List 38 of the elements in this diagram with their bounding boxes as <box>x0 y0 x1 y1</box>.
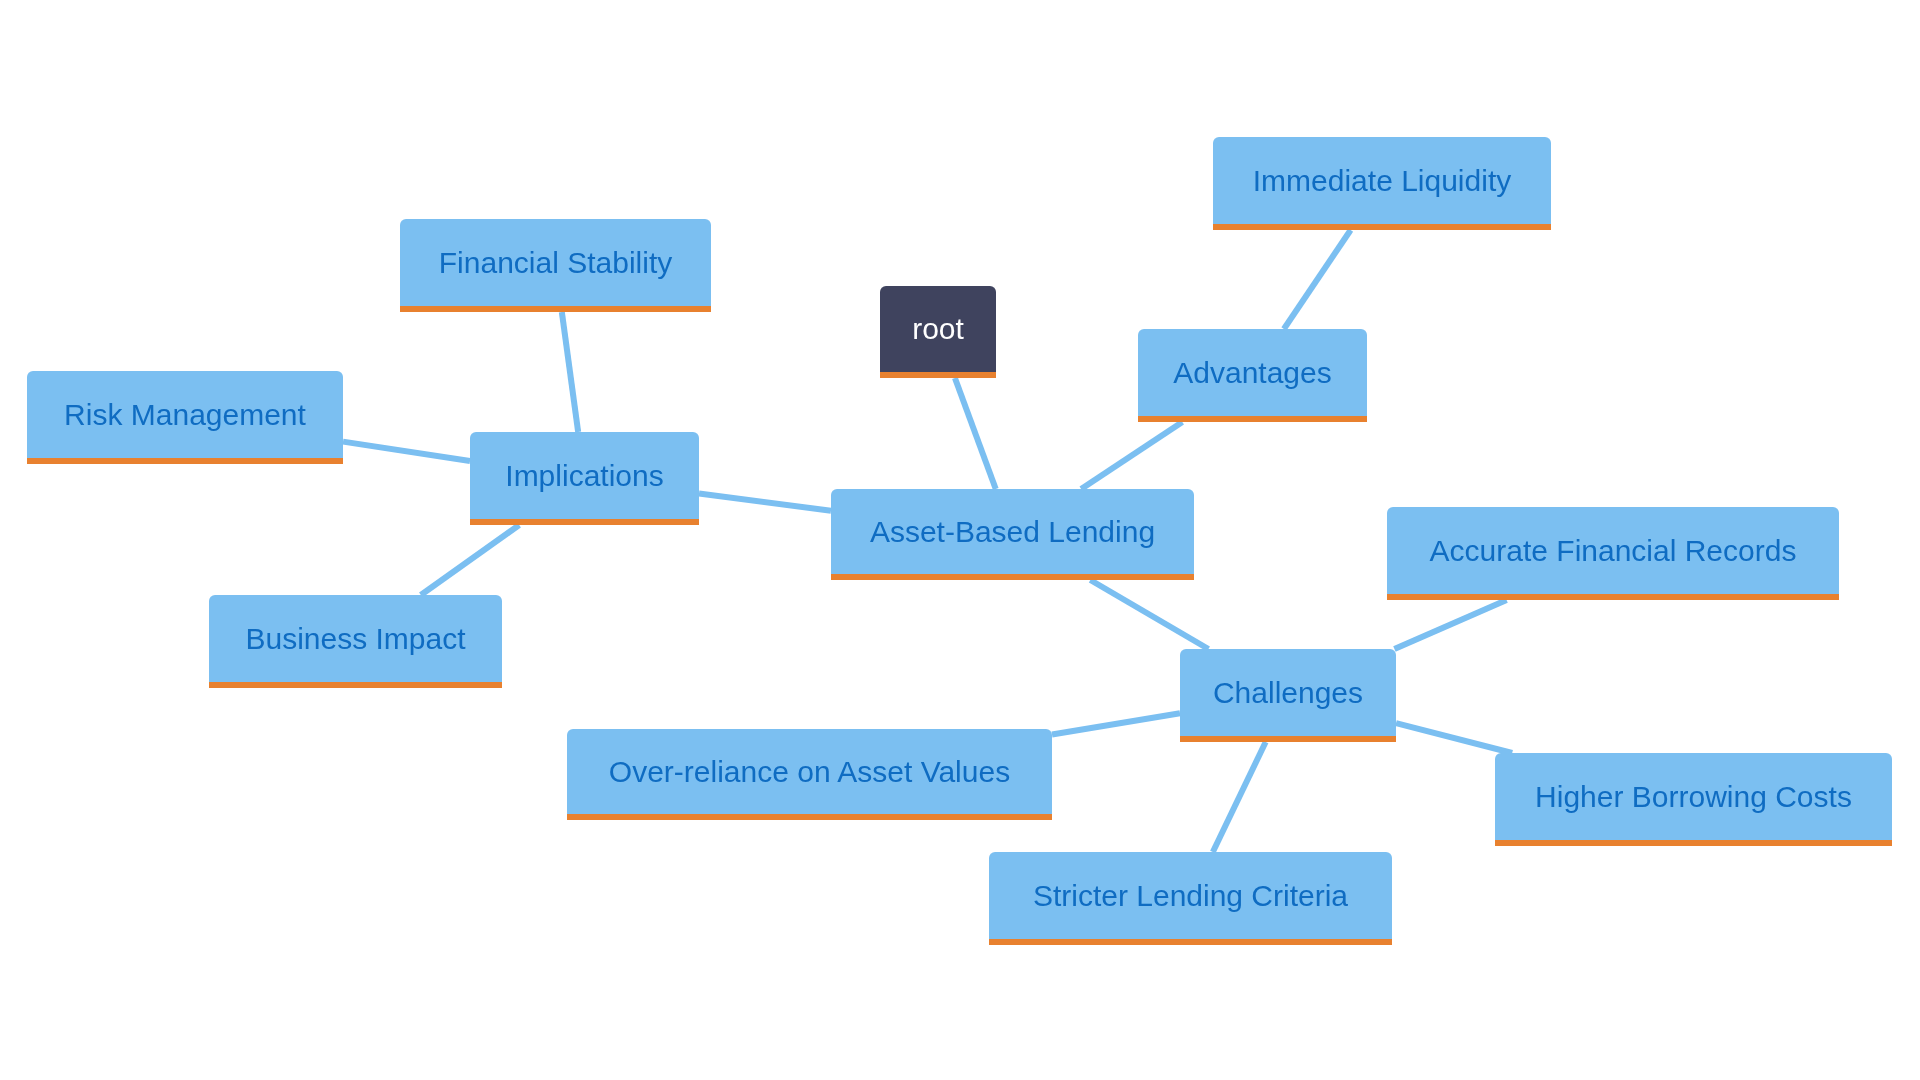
connector-line <box>558 311 582 433</box>
node-label: Challenges <box>1212 675 1364 710</box>
topic-box <box>470 432 699 525</box>
node-label: Advantages <box>1173 355 1332 390</box>
node-label: Asset-Based Lending <box>869 514 1156 549</box>
topic-box <box>989 852 1392 945</box>
topic-box <box>831 489 1194 580</box>
root-node <box>880 286 996 378</box>
node-label: Stricter Lending Criteria <box>1032 878 1349 913</box>
node-label: Business Impact <box>245 621 466 656</box>
connector-line <box>419 522 521 598</box>
topic-box <box>1495 753 1892 846</box>
connector-line <box>1088 577 1210 652</box>
node-label: Accurate Financial Records <box>1429 533 1797 568</box>
topic-box <box>1180 649 1396 742</box>
connector-line <box>1395 720 1513 756</box>
topic-box <box>567 729 1052 820</box>
node-label: Over-reliance on Asset Values <box>608 754 1011 789</box>
connector-line <box>1079 419 1184 492</box>
node-label: Immediate Liquidity <box>1252 163 1512 198</box>
node-label: root <box>912 312 964 346</box>
topic-box <box>1387 507 1839 600</box>
node-label: Risk Management <box>64 397 306 432</box>
node-label: Higher Borrowing Costs <box>1535 779 1852 814</box>
topic-box <box>209 595 502 688</box>
node-label: Implications <box>505 458 664 493</box>
connector-line <box>1210 740 1269 854</box>
topic-box <box>1138 329 1367 422</box>
connector-line <box>698 490 832 514</box>
connector-line <box>1051 710 1181 738</box>
connector-line <box>1281 228 1354 331</box>
topic-box <box>400 219 711 312</box>
connector-line <box>342 438 471 464</box>
topic-box <box>1213 137 1551 230</box>
connector-line <box>1393 597 1508 652</box>
topic-box <box>27 371 343 464</box>
node-label: Financial Stability <box>438 245 673 280</box>
connector-line <box>952 376 999 491</box>
